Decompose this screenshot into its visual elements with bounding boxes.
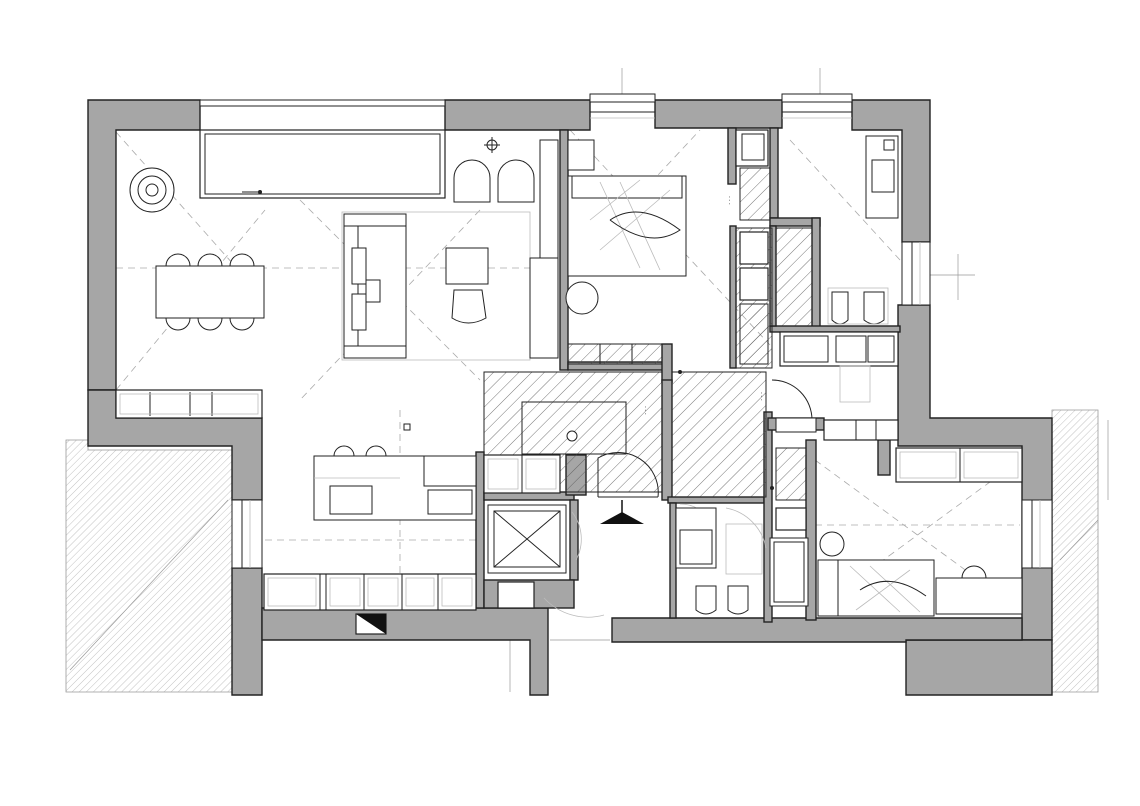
ottoman [445,247,489,285]
entry-arrow-icon [600,500,644,524]
annotation-marks: - - - - - - - - - [642,196,774,490]
bedroom-master [565,129,813,369]
living-area [115,129,559,419]
corridor [671,167,813,549]
bench-storage [115,389,263,419]
walls [87,99,1053,696]
dining-set [155,253,265,331]
utility-room [775,331,899,441]
context-lines [509,68,1109,692]
windows [199,93,1053,569]
armchair [451,289,487,324]
svg-text:- - -: - - - [758,392,764,401]
sofa [343,213,407,359]
plant-pot [129,167,175,213]
balcony-left [65,439,233,693]
svg-text:- - -: - - - [642,406,648,415]
bedroom-2 [817,447,1023,617]
svg-text:- - -: - - - [726,196,732,205]
kitchen [263,423,477,611]
section-marker-icon [355,613,387,635]
entrance-hall [483,371,663,618]
bathroom-2 [675,447,809,615]
ceiling-light-icon [484,137,500,153]
bathroom-1 [827,135,899,325]
